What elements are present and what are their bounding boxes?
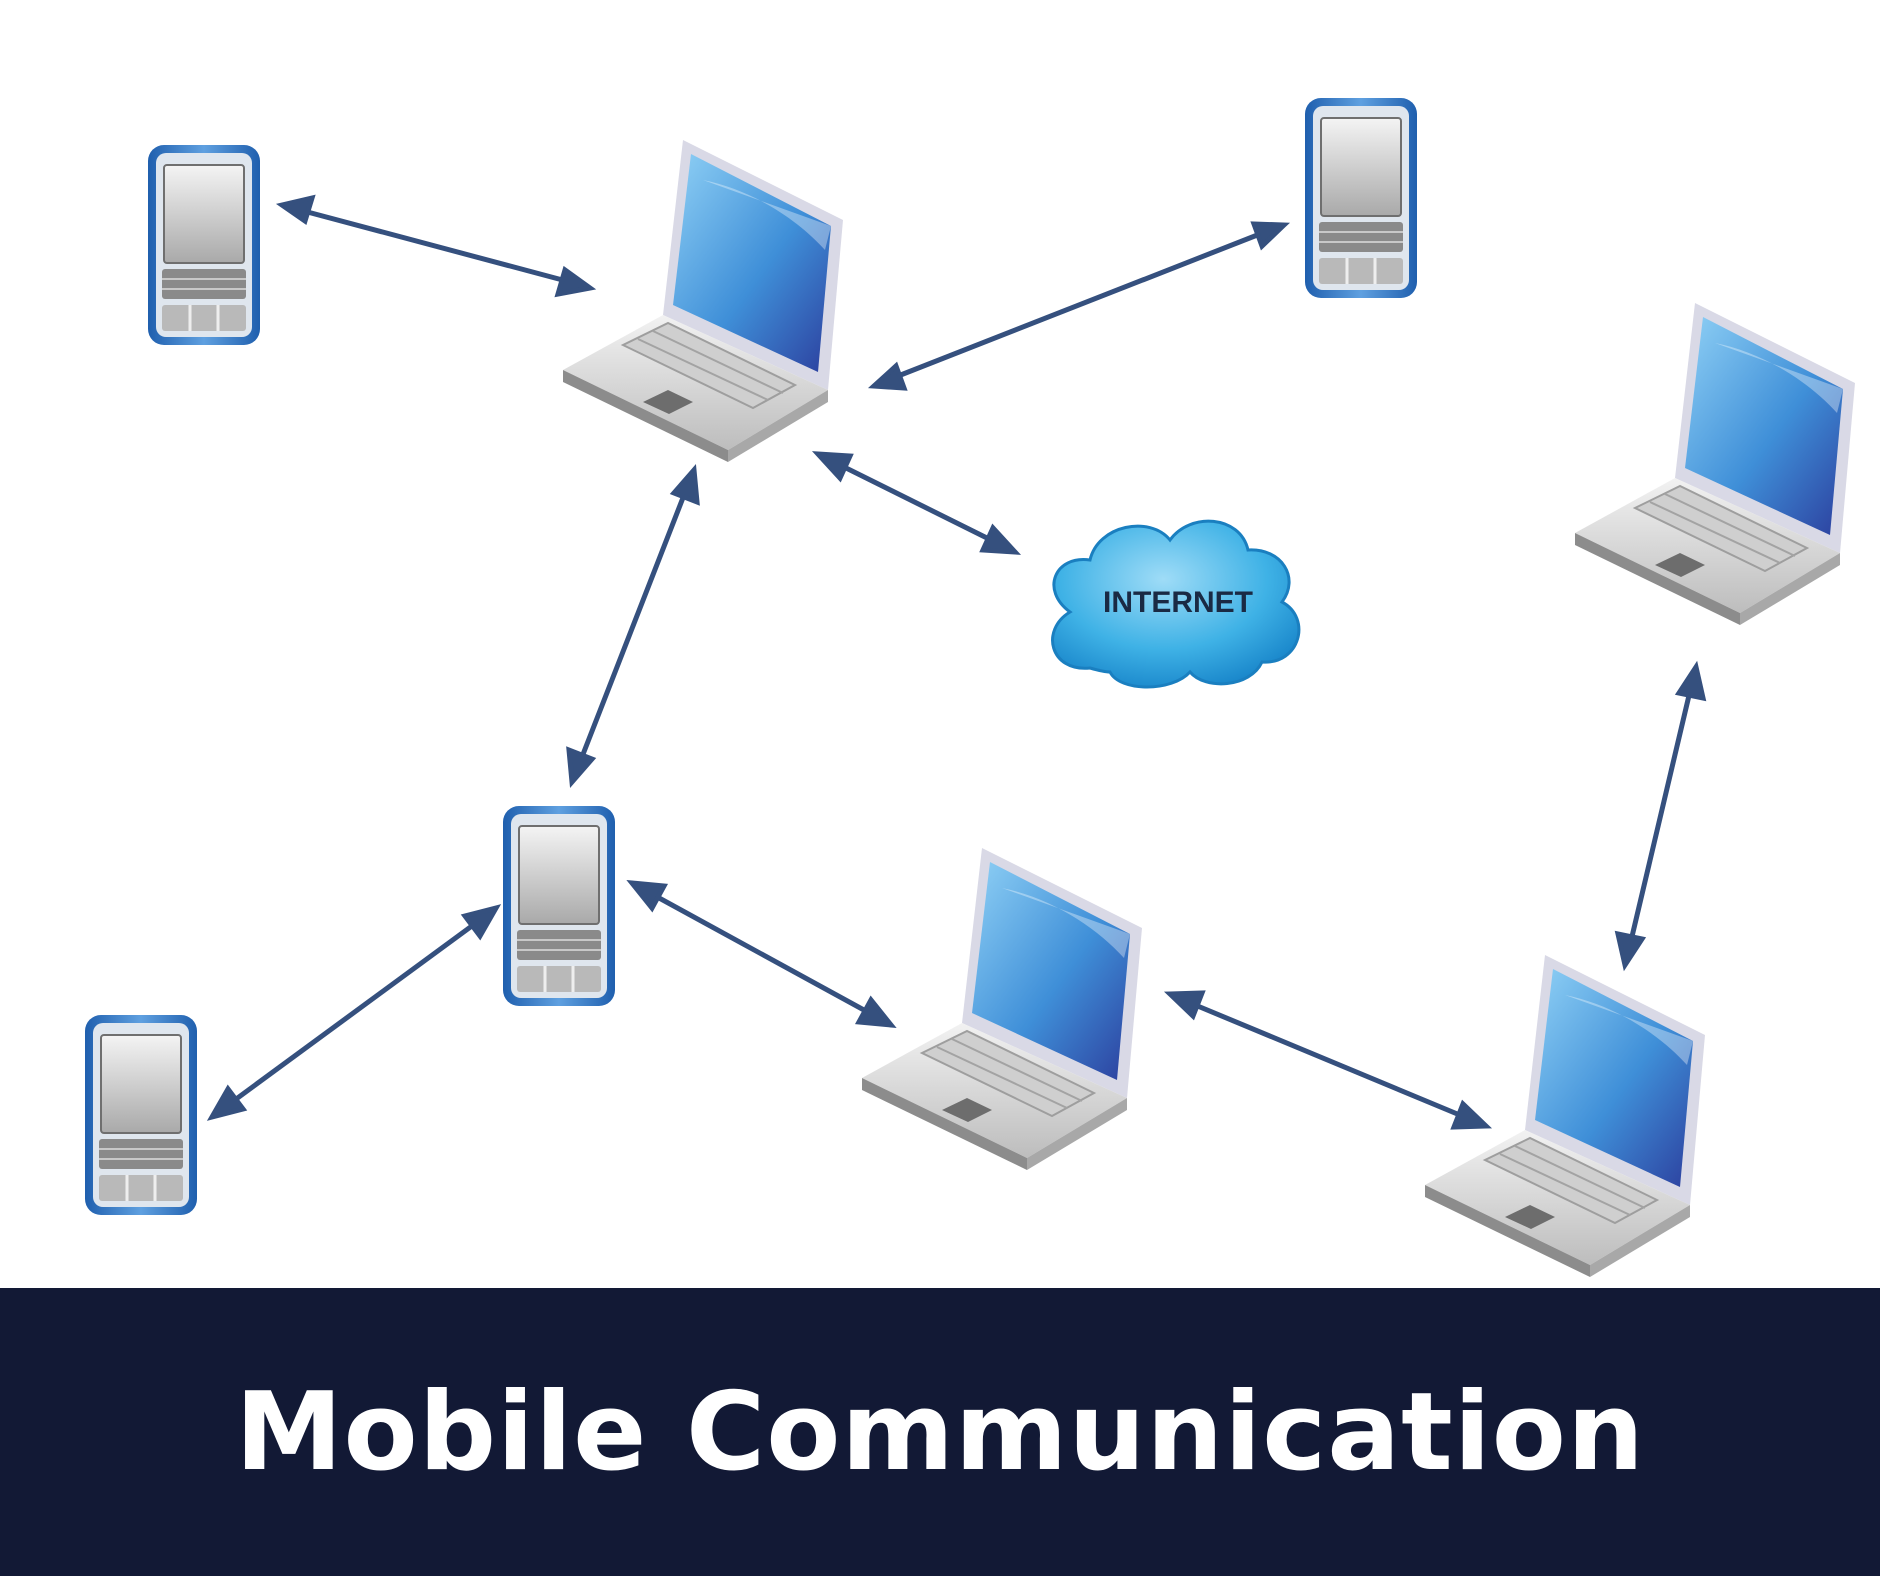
connection-arrows [206,194,1707,1130]
arrow-hub-to-phone-middle [566,463,700,789]
internet-cloud-icon: INTERNET [1051,519,1301,689]
laptop-right-icon [1574,302,1856,626]
laptop-hub-icon [562,139,844,463]
arrow-phone-bottom-left-to-phone-middle [206,904,502,1121]
arrow-phone-middle-to-laptop-bottom-center [626,879,897,1029]
caption-banner: Mobile Communication [0,1288,1880,1576]
phone-top-left-icon [146,143,262,347]
arrow-laptop-bottom-center-to-laptop-bottom-right [1163,990,1493,1130]
phone-bottom-left-icon [83,1013,199,1217]
arrow-phone-top-right-to-hub [867,221,1291,391]
arrow-phone-top-left-to-hub [275,194,597,298]
laptop-bottom-center-icon [861,847,1143,1171]
phone-middle-icon [501,804,617,1008]
network-diagram: INTERNET [83,96,1856,1278]
internet-label: INTERNET [1103,586,1253,619]
phone-top-right-icon [1303,96,1419,300]
arrow-laptop-bottom-right-to-laptop-right [1614,660,1707,972]
arrow-hub-to-internet [811,451,1022,555]
caption-title: Mobile Communication [235,1369,1645,1495]
